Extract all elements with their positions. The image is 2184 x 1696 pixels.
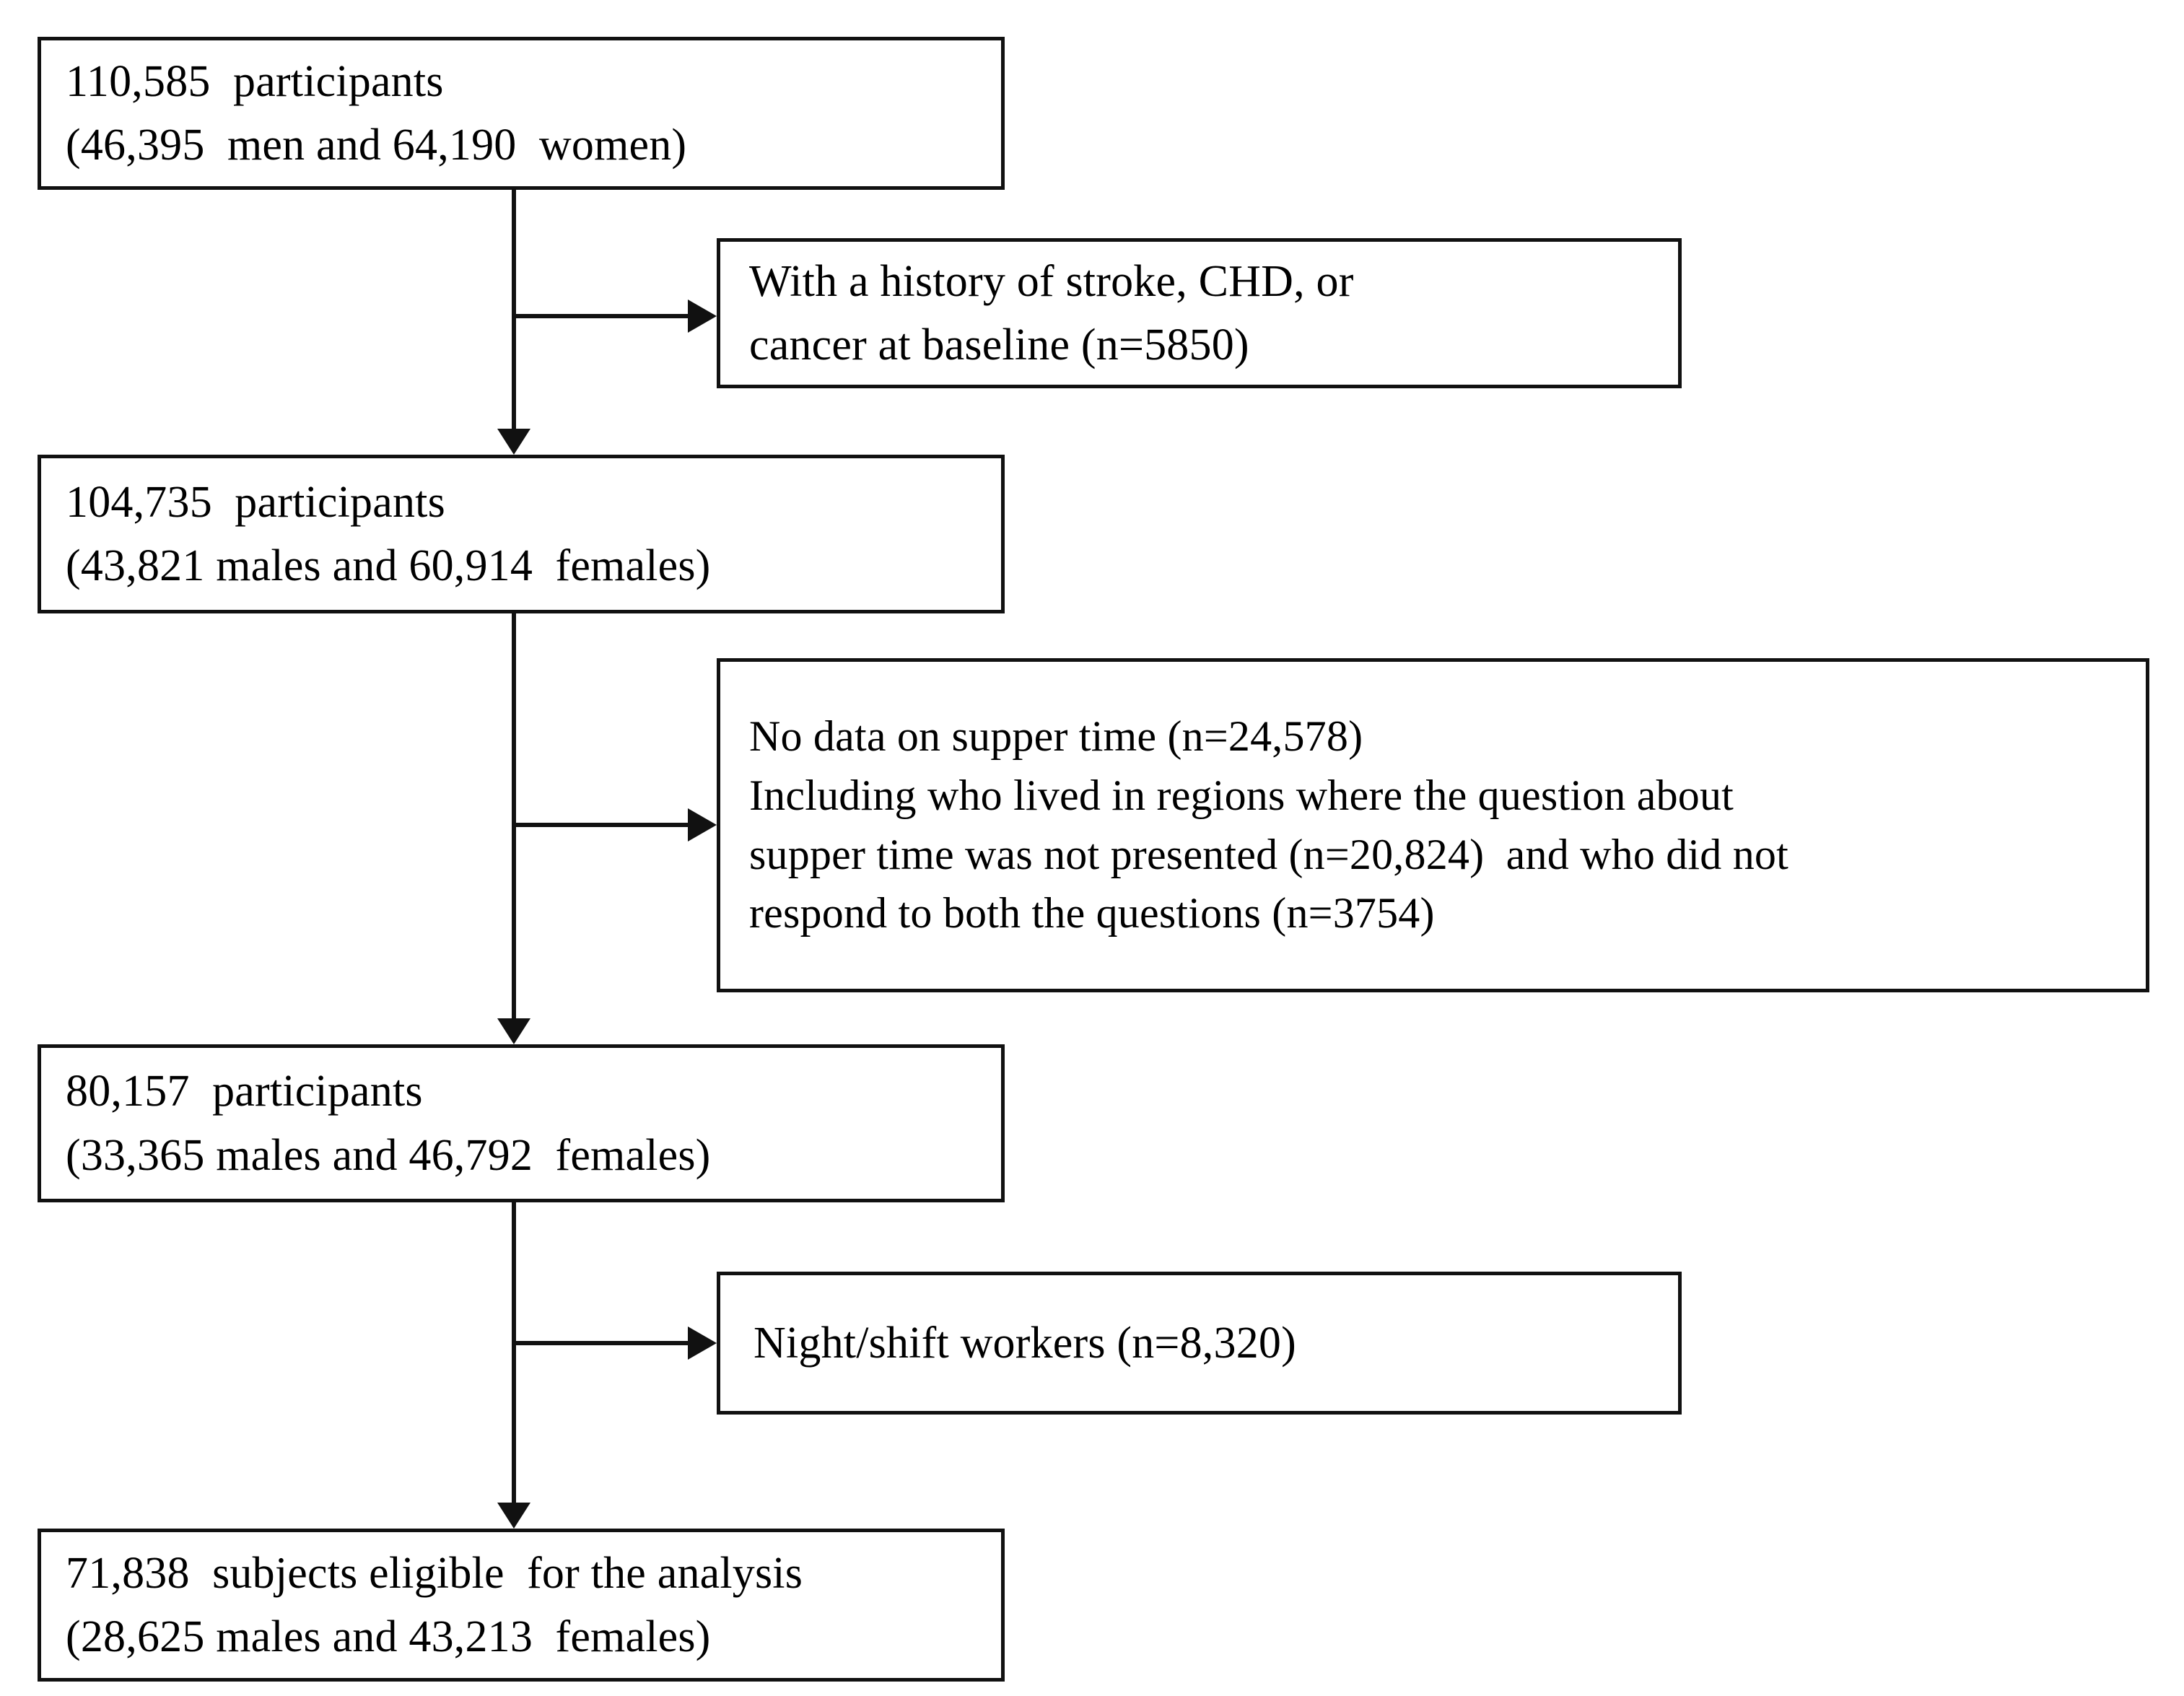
node-cohort-after-supper-exclusion: 80,157 participants (33,365 males and 46… [38,1044,1005,1202]
connector-branch-exclusion-supper [512,823,692,827]
node-baseline-line1: 110,585 participants [66,56,444,106]
connector-branch-exclusion-history [512,314,692,318]
arrowhead-right-exclusion-night [688,1326,717,1360]
node-exclusion-night-line1: Night/shift workers (n=8,320) [754,1318,1296,1368]
node-final-line2: (28,625 males and 43,213 females) [66,1612,711,1661]
arrowhead-down-final [497,1503,530,1529]
arrowhead-right-exclusion-supper [688,808,717,842]
node-exclusion-supper-line4: respond to both the questions (n=3754) [749,889,1435,937]
arrowhead-right-exclusion-history [688,300,717,333]
arrowhead-down-after-supper [497,1018,530,1044]
node-exclusion-supper-line1: No data on supper time (n=24,578) [749,712,1363,761]
node-cohort-after-history-exclusion: 104,735 participants (43,821 males and 6… [38,455,1005,613]
node-baseline-cohort: 110,585 participants (46,395 men and 64,… [38,37,1005,190]
connector-baseline-to-after-history [512,190,516,429]
node-exclusion-supper-line2: Including who lived in regions where the… [749,771,1734,819]
node-after-supper-line1: 80,157 participants [66,1067,423,1116]
node-exclusion-history-line1: With a history of stroke, CHD, or [749,256,1354,306]
node-exclusion-supper-line3: supper time was not presented (n=20,824)… [749,830,1788,878]
node-exclusion-night-shift-workers: Night/shift workers (n=8,320) [717,1272,1682,1415]
node-after-history-line2: (43,821 males and 60,914 females) [66,541,711,590]
connector-branch-exclusion-night [512,1341,692,1345]
arrowhead-down-after-history [497,429,530,455]
connector-after-history-to-after-supper [512,613,516,1018]
node-baseline-line2: (46,395 men and 64,190 women) [66,121,687,170]
node-exclusion-supper-time: No data on supper time (n=24,578) Includ… [717,658,2149,992]
node-after-history-line1: 104,735 participants [66,477,445,527]
node-final-analytic-sample: 71,838 subjects eligible for the analysi… [38,1529,1005,1682]
connector-after-supper-to-final [512,1202,516,1503]
node-exclusion-history-line2: cancer at baseline (n=5850) [749,320,1249,370]
node-after-supper-line2: (33,365 males and 46,792 females) [66,1130,711,1180]
node-exclusion-history: With a history of stroke, CHD, or cancer… [717,238,1682,388]
node-final-line1: 71,838 subjects eligible for the analysi… [66,1548,803,1598]
